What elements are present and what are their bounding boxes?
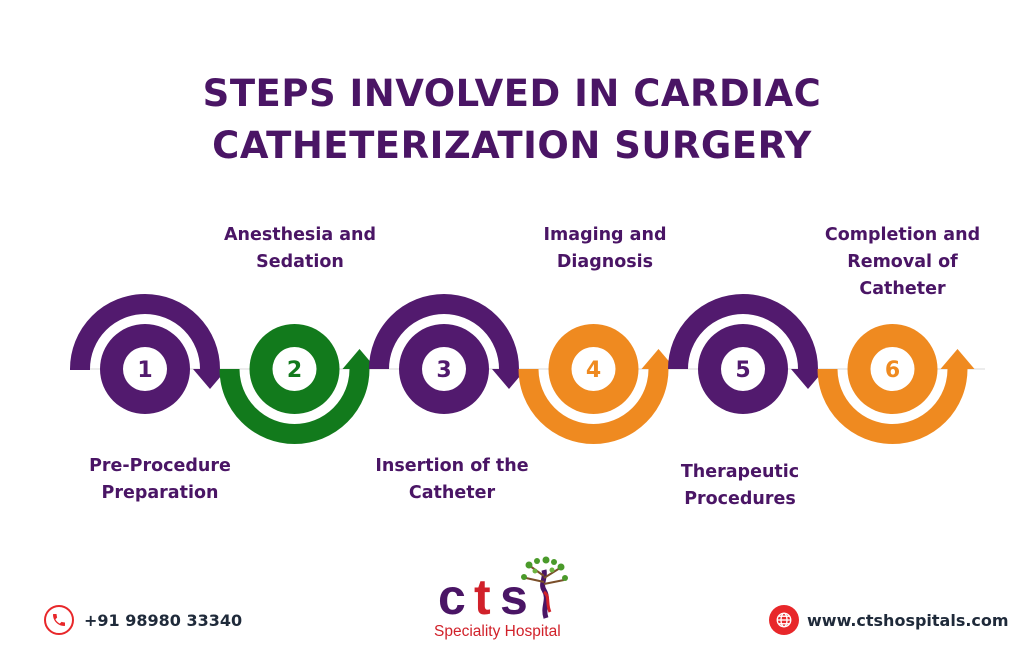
step-1-inner — [123, 347, 167, 391]
page-title: STEPS INVOLVED IN CARDIAC CATHETERIZATIO… — [0, 68, 1024, 172]
step-1-arc-tail — [70, 368, 90, 370]
logo-graphic: c t s — [438, 556, 568, 625]
globe-icon — [769, 605, 799, 635]
title-line-2: CATHETERIZATION SURGERY — [212, 124, 812, 167]
step-4-inner — [571, 347, 616, 391]
step-6-arrowhead — [940, 349, 975, 369]
step-4-arc — [518, 368, 669, 444]
step-1-arc — [70, 294, 220, 370]
step-3-inner — [422, 347, 466, 391]
step-6-number: 6 — [885, 358, 900, 383]
step-3-number: 3 — [436, 358, 451, 383]
step-2-inner — [272, 347, 317, 391]
logo-subtitle: Speciality Hospital — [434, 623, 561, 640]
step-5-number: 5 — [735, 358, 750, 383]
step-2-arrowhead — [342, 349, 377, 369]
step-6-arc — [817, 368, 968, 444]
step-5-arc — [668, 294, 818, 370]
step-5-arrowhead — [791, 369, 825, 389]
title-line-1: STEPS INVOLVED IN CARDIAC — [202, 72, 822, 115]
phone-number: +91 98980 33340 — [84, 610, 243, 630]
step-6-inner — [870, 347, 915, 391]
phone-contact[interactable]: +91 98980 33340 — [44, 605, 242, 635]
phone-icon — [44, 605, 74, 635]
step-2-arc — [219, 368, 370, 444]
step-1-number: 1 — [137, 358, 152, 383]
step-4-number: 4 — [586, 358, 601, 383]
step-1-arrowhead — [193, 369, 227, 389]
step-3-arrowhead — [492, 369, 526, 389]
step-3-arc — [369, 294, 519, 370]
svg-text:c: c — [438, 569, 466, 625]
website-url: www.ctshospitals.com — [807, 610, 1009, 630]
step-5-inner — [721, 347, 765, 391]
website-link[interactable]: www.ctshospitals.com — [769, 605, 1009, 635]
step-4-arrowhead — [641, 349, 676, 369]
svg-text:t: t — [474, 569, 491, 625]
logo: c t s Speciality Hospital — [434, 556, 604, 646]
step-2-number: 2 — [287, 358, 302, 383]
